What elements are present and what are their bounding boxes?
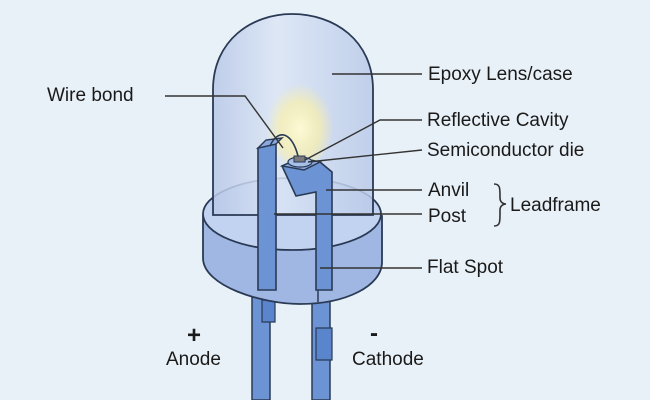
light-glow bbox=[266, 74, 334, 166]
cathode-lead bbox=[311, 284, 333, 400]
label-leadframe: Leadframe bbox=[510, 195, 601, 216]
label-flat-spot: Flat Spot bbox=[427, 257, 504, 278]
label-semiconductor-die: Semiconductor die bbox=[427, 140, 585, 161]
semiconductor-die bbox=[293, 155, 306, 163]
label-post: Post bbox=[428, 206, 467, 227]
label-cathode: Cathode bbox=[352, 349, 424, 370]
label-epoxy-lens: Epoxy Lens/case bbox=[428, 64, 573, 85]
anode-lead bbox=[251, 284, 276, 400]
label-reflective-cavity: Reflective Cavity bbox=[427, 110, 569, 131]
label-wire-bond: Wire bond bbox=[47, 85, 134, 106]
label-anvil: Anvil bbox=[428, 180, 470, 201]
label-anode-sign: + bbox=[187, 322, 202, 349]
leadframe-brace bbox=[493, 183, 507, 227]
leader-lines bbox=[165, 73, 423, 269]
leader-reflective-cavity bbox=[304, 119, 422, 161]
label-cathode-sign: - bbox=[370, 320, 378, 347]
leader-semiconductor-die bbox=[307, 149, 423, 163]
label-anode: Anode bbox=[166, 349, 221, 370]
wire-bond-wire bbox=[269, 134, 299, 157]
leader-wire-bond bbox=[165, 95, 284, 149]
